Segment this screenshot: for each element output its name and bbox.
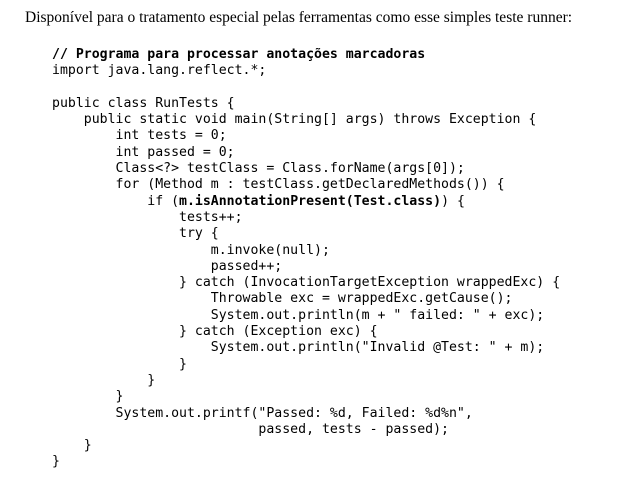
code-segment: } catch (InvocationTargetException wrapp… [52, 275, 561, 291]
code-line: } [52, 454, 560, 470]
code-segment: passed++; [52, 258, 283, 274]
code-line: System.out.println("Invalid @Test: " + m… [52, 340, 560, 356]
code-segment: System.out.printf("Passed: %d, Failed: %… [52, 405, 473, 421]
code-line: System.out.println(m + " failed: " + exc… [52, 308, 560, 324]
code-segment: } [52, 438, 92, 454]
code-segment: if ( [52, 193, 180, 209]
code-line: for (Method m : testClass.getDeclaredMet… [52, 177, 560, 193]
code-segment: import java.lang.reflect.*; [52, 63, 267, 79]
code-segment: for (Method m : testClass.getDeclaredMet… [52, 177, 505, 193]
code-line: tests++; [52, 210, 560, 226]
code-line: // Programa para processar anotações mar… [52, 47, 560, 63]
code-line: Class<?> testClass = Class.forName(args[… [52, 161, 560, 177]
code-line: try { [52, 226, 560, 242]
code-segment: public class RunTests { [52, 95, 235, 111]
code-segment: System.out.println("Invalid @Test: " + m… [52, 340, 545, 356]
code-line: Throwable exc = wrappedExc.getCause(); [52, 291, 560, 307]
code-segment: } [52, 454, 60, 470]
code-line: System.out.printf("Passed: %d, Failed: %… [52, 406, 560, 422]
code-bold-segment: m.isAnnotationPresent(Test.class) [179, 193, 442, 209]
code-line: public static void main(String[] args) t… [52, 112, 560, 128]
code-line: if (m.isAnnotationPresent(Test.class)) { [52, 194, 560, 210]
code-segment: tests++; [52, 209, 243, 225]
code-segment: public static void main(String[] args) t… [52, 112, 537, 128]
code-segment: } [52, 372, 156, 388]
intro-paragraph: Disponível para o tratamento especial pe… [25, 9, 573, 26]
code-line: } [52, 357, 560, 373]
code-line: passed++; [52, 259, 560, 275]
code-segment: } catch (Exception exc) { [52, 324, 378, 340]
code-listing: // Programa para processar anotações mar… [52, 47, 560, 471]
code-line: import java.lang.reflect.*; [52, 63, 560, 79]
code-bold-segment: // Programa para processar anotações mar… [52, 47, 426, 62]
code-segment: ) { [441, 193, 465, 209]
code-line: int tests = 0; [52, 128, 560, 144]
code-segment: int tests = 0; [52, 128, 227, 144]
code-line: int passed = 0; [52, 145, 560, 161]
code-line: m.invoke(null); [52, 243, 560, 259]
code-segment: try { [52, 226, 219, 242]
code-segment: } [52, 389, 124, 405]
code-line: } catch (Exception exc) { [52, 324, 560, 340]
code-segment: Class<?> testClass = Class.forName(args[… [52, 161, 465, 177]
code-segment: m.invoke(null); [52, 242, 330, 258]
code-line: } catch (InvocationTargetException wrapp… [52, 275, 560, 291]
code-segment: } [52, 356, 187, 372]
code-segment: Throwable exc = wrappedExc.getCause(); [52, 291, 513, 307]
code-segment: int passed = 0; [52, 144, 235, 160]
code-line: passed, tests - passed); [52, 422, 560, 438]
code-line: } [52, 438, 560, 454]
code-line: } [52, 373, 560, 389]
code-line: public class RunTests { [52, 96, 560, 112]
code-line [52, 80, 560, 96]
code-segment: passed, tests - passed); [52, 421, 449, 437]
code-segment: System.out.println(m + " failed: " + exc… [52, 307, 545, 323]
code-line: } [52, 389, 560, 405]
